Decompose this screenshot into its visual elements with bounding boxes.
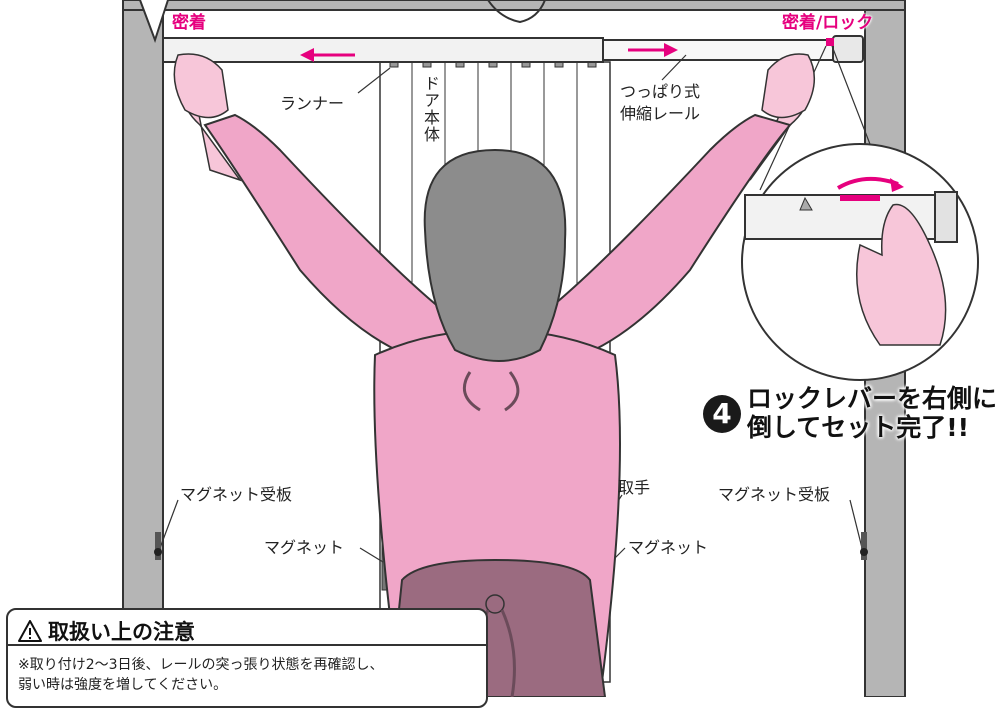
magnet-label-right: マグネット [628,538,709,557]
step-instruction: 4 ロックレバーを右側に 倒してセット完了!! [703,384,998,443]
step-text-line1: ロックレバーを右側に [747,384,998,413]
lock-lever-marker [826,38,834,46]
magnet-plates [154,532,868,560]
caution-title: 取扱い上の注意 [48,620,195,644]
person [173,53,815,697]
caution-note-line2: 弱い時は強度を増してください。 [18,677,228,694]
rail-label-line2: 伸縮レール [620,104,701,123]
seal-lock-label-right: 密着/ロック [782,13,874,33]
telescopic-rail [162,35,864,63]
callout-tail [139,0,546,44]
caution-box: 取扱い上の注意 ※取り付け2～3日後、レールの突っ張り状態を再確認し、 弱い時は… [6,608,488,708]
expand-arrows [300,43,678,62]
runners [389,60,597,68]
zoom-hand [855,203,947,346]
step-number-badge: 4 [703,394,741,433]
runner-label: ランナー [280,94,345,113]
rail-label-line1: つっぱり式 [620,82,701,101]
seal-label-left: 密着 [172,13,206,33]
magnet-label-left: マグネット [264,538,345,557]
magnet-plate-label-left: マグネット受板 [180,485,293,504]
caution-note: ※取り付け2～3日後、レールの突っ張り状態を再確認し、 弱い時は強度を増してくだ… [8,646,486,696]
door-body-label: ドア本体 [421,75,440,143]
handle-label: 取手 [618,478,651,497]
caution-note-line1: ※取り付け2～3日後、レールの突っ張り状態を再確認し、 [18,657,384,673]
zoom-detail [741,143,979,381]
step-text: ロックレバーを右側に 倒してセット完了!! [747,384,998,443]
step-text-line2: 倒してセット完了!! [747,412,970,442]
warning-icon [18,620,42,642]
caution-header: 取扱い上の注意 [8,610,486,646]
magnet-plate-label-right: マグネット受板 [718,485,831,504]
